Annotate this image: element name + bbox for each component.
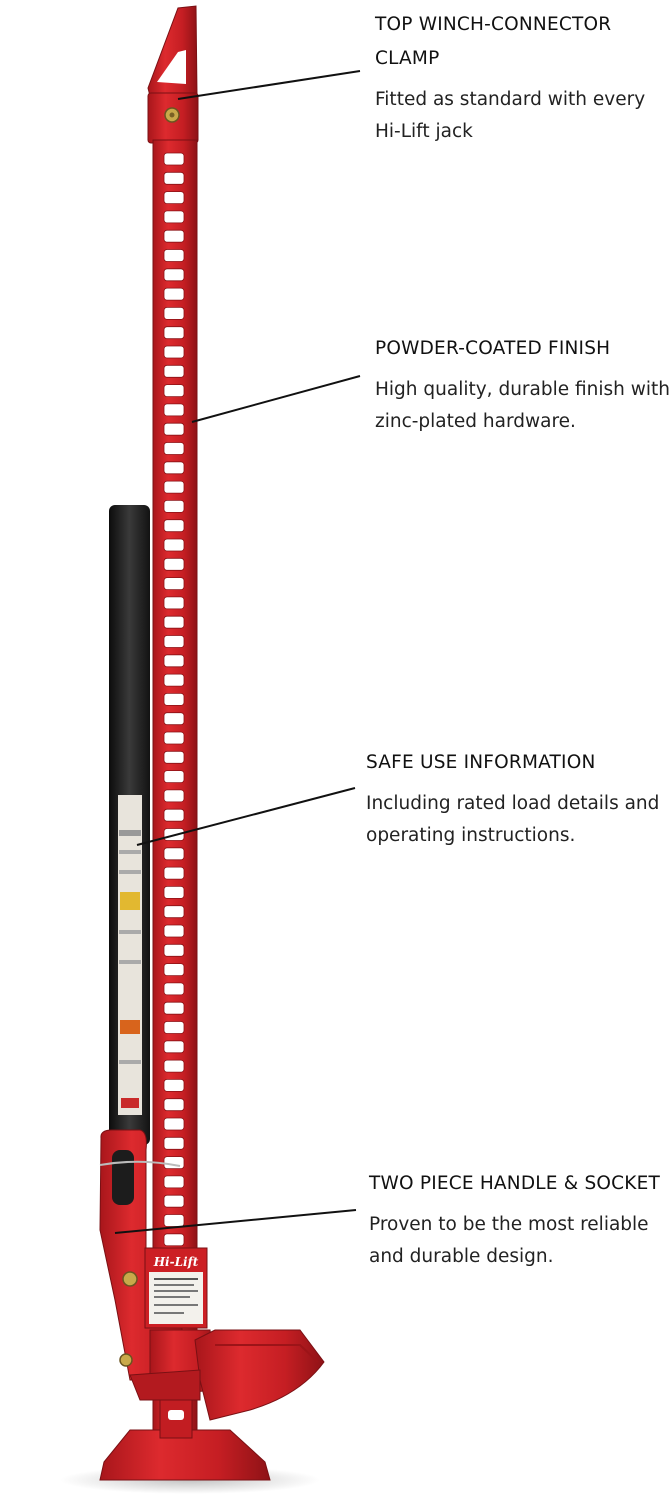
bar-hole: [163, 731, 185, 745]
jack-handle: [109, 505, 150, 1145]
bar-hole: [163, 693, 185, 706]
bar-hole: [163, 943, 185, 957]
bar-hole: [163, 499, 185, 513]
bar-hole: [163, 152, 185, 166]
bar-hole: [163, 229, 185, 243]
bar-hole: [163, 191, 185, 205]
bar-hole: [163, 287, 185, 301]
bar-hole: [163, 1040, 185, 1054]
bar-holes: [163, 152, 185, 1247]
bar-hole: [163, 615, 185, 629]
bar-hole: [163, 1214, 185, 1227]
bar-hole: [163, 1194, 185, 1208]
bar-hole: [163, 924, 185, 938]
bar-hole: [163, 1079, 185, 1092]
bar-hole: [163, 519, 185, 533]
bar-hole: [163, 345, 185, 359]
bar-hole: [163, 364, 185, 378]
callout-description: Fitted as standard with every Hi-Lift ja…: [375, 89, 646, 142]
bar-hole: [163, 1117, 185, 1131]
bar-hole: [163, 577, 185, 590]
bar-hole: [163, 847, 185, 861]
bar-hole: [163, 480, 185, 494]
bar-hole: [163, 326, 185, 340]
bar-hole: [163, 210, 185, 224]
bar-hole: [163, 403, 185, 417]
handle-socket-mechanism: Hi-Lift: [99, 1129, 325, 1421]
jack-standard-bar: [152, 139, 198, 1461]
bar-hole: [163, 1098, 185, 1112]
bar-hole: [163, 1021, 185, 1034]
bar-hole: [163, 886, 185, 899]
callout-description: High quality, durable finish with zinc-p…: [375, 379, 670, 432]
bar-hole: [163, 268, 185, 282]
callout-two-piece-handle-socket: TWO PIECE HANDLE & SOCKET Proven to be t…: [369, 1167, 669, 1273]
callout-description: Including rated load details and operati…: [366, 793, 660, 846]
leader-line-powder-finish: [191, 375, 361, 423]
bar-hole: [163, 673, 185, 687]
bar-hole: [163, 1059, 185, 1073]
bar-hole: [163, 249, 185, 262]
bar-hole: [163, 1233, 185, 1247]
bar-hole: [163, 905, 185, 919]
bar-hole: [163, 596, 185, 610]
bar-hole: [163, 750, 185, 764]
bar-hole: [163, 654, 185, 668]
callout-title: TWO PIECE HANDLE & SOCKET: [369, 1173, 661, 1194]
bar-hole: [163, 461, 185, 475]
callout-winch-connector-clamp: TOP WINCH-CONNECTOR CLAMP Fitted as stan…: [375, 8, 665, 148]
leader-line-safe-use: [136, 787, 356, 846]
bar-hole: [163, 442, 185, 455]
callout-title: POWDER-COATED FINISH: [375, 338, 611, 359]
bar-hole: [163, 963, 185, 976]
winch-connector-clamp: [147, 5, 199, 144]
bar-hole: [163, 1175, 185, 1189]
bar-hole: [163, 384, 185, 398]
bar-hole: [163, 635, 185, 648]
callout-title: TOP WINCH-CONNECTOR CLAMP: [375, 14, 612, 69]
bar-hole: [163, 808, 185, 822]
bar-hole: [163, 306, 185, 320]
leader-line-handle-socket: [114, 1209, 357, 1234]
jack-base-plate: [99, 1399, 271, 1481]
bar-hole: [163, 982, 185, 996]
callout-description: Proven to be the most reliable and durab…: [369, 1214, 649, 1267]
bar-hole: [163, 1001, 185, 1015]
bar-hole: [163, 712, 185, 726]
callout-safe-use-information: SAFE USE INFORMATION Including rated loa…: [366, 746, 666, 852]
bar-hole: [163, 1156, 185, 1169]
callout-powder-coated-finish: POWDER-COATED FINISH High quality, durab…: [375, 332, 670, 438]
bar-hole: [163, 770, 185, 783]
bar-hole: [163, 1136, 185, 1150]
bar-hole: [163, 866, 185, 880]
bar-hole: [163, 171, 185, 185]
bar-hole: [163, 538, 185, 552]
bar-hole: [163, 789, 185, 803]
bar-hole: [163, 422, 185, 436]
leader-line-winch-clamp: [177, 70, 361, 100]
bar-hole: [163, 557, 185, 571]
callout-title: SAFE USE INFORMATION: [366, 752, 596, 773]
brand-plate-logo: Hi-Lift: [153, 1255, 199, 1269]
